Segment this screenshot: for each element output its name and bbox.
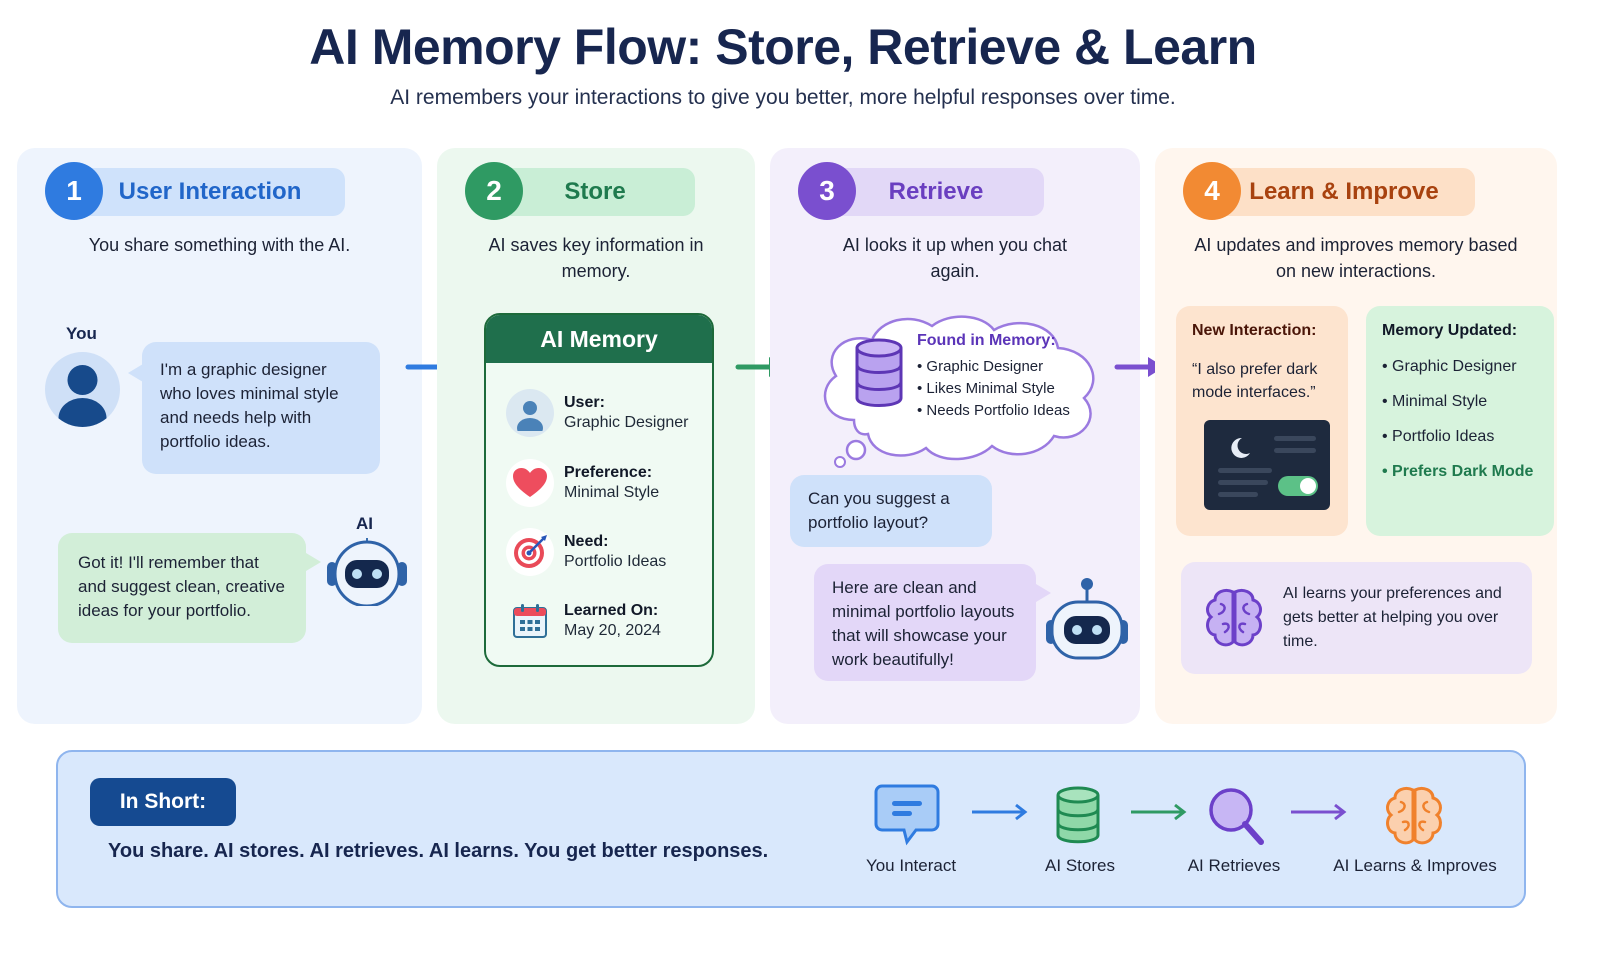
summary-panel: In Short: You share. AI stores. AI retri… — [56, 750, 1526, 908]
user-message-bubble: Can you suggest a portfolio layout? — [790, 475, 992, 547]
flow-label: AI Learns & Improves — [1333, 856, 1497, 875]
summary-text: You share. AI stores. AI retrieves. AI l… — [108, 840, 769, 862]
step-panel-user-interaction: User Interaction 1 You share something w… — [17, 148, 422, 724]
magnifier-icon — [1209, 788, 1264, 845]
database-icon — [1056, 786, 1100, 844]
memory-item: Preference: Minimal Style — [506, 459, 659, 507]
user-message-text: I'm a graphic designer who loves minimal… — [160, 360, 339, 451]
calendar-icon — [506, 597, 554, 645]
memory-item-label: Need: — [564, 533, 609, 550]
robot-icon — [1046, 578, 1128, 660]
page-title: AI Memory Flow: Store, Retrieve & Learn — [309, 19, 1257, 75]
page-subtitle: AI remembers your interactions to give y… — [390, 86, 1176, 109]
found-item: • Needs Portfolio Ideas — [917, 402, 1070, 419]
memory-item-value: Portfolio Ideas — [564, 553, 667, 570]
memory-updated-new-item: • Prefers Dark Mode — [1382, 463, 1534, 480]
user-message-bubble: I'm a graphic designer who loves minimal… — [128, 342, 380, 474]
memory-updated-title: Memory Updated: — [1382, 322, 1518, 339]
database-icon — [855, 338, 903, 407]
user-message-text: Can you suggest a portfolio layout? — [808, 489, 950, 532]
memory-item-label: User: — [564, 394, 605, 411]
found-title: Found in Memory: — [917, 332, 1056, 349]
memory-item-label: Learned On: — [564, 602, 659, 619]
brain-icon — [1206, 588, 1262, 647]
heart-icon — [506, 459, 554, 507]
bubble-tail — [306, 553, 321, 571]
memory-item-label: Preference: — [564, 464, 653, 481]
flow-label: AI Stores — [1045, 856, 1115, 875]
flow-arrow-icon — [972, 803, 1028, 821]
step-description: AI saves key information in memory. — [488, 235, 704, 281]
memory-updated-item: • Minimal Style — [1382, 393, 1488, 410]
flow-arrow-icon — [1131, 803, 1187, 821]
memory-updated-item: • Graphic Designer — [1382, 358, 1517, 375]
step-number: 3 — [798, 162, 856, 220]
target-icon — [506, 528, 554, 576]
learns-note-text: AI learns your preferences and gets bett… — [1283, 585, 1502, 650]
bubble-tail — [128, 364, 143, 382]
memory-item-value: May 20, 2024 — [564, 622, 661, 639]
dark-mode-screen-icon — [1204, 420, 1330, 510]
new-interaction-card: New Interaction: “I also prefer dark mod… — [1176, 306, 1348, 536]
user-avatar — [45, 352, 120, 427]
step-header: Store 2 — [465, 162, 695, 220]
step-number: 2 — [465, 162, 523, 220]
step-description: You share something with the AI. — [88, 235, 351, 255]
step-description: AI looks it up when you chat again. — [842, 235, 1068, 281]
step-description: AI updates and improves memory based on … — [1194, 235, 1518, 281]
ai-message-text: Here are clean and minimal portfolio lay… — [832, 578, 1015, 669]
step-header: Learn & Improve 4 — [1183, 162, 1475, 220]
ai-label: AI — [356, 514, 373, 533]
step-title: User Interaction — [75, 168, 345, 216]
user-icon — [506, 389, 554, 437]
step-panel-retrieve: Retrieve 3 AI looks it up when you chat … — [770, 148, 1140, 724]
step-title: Store — [495, 168, 695, 216]
robot-icon — [327, 538, 407, 606]
in-short-badge: In Short: — [90, 778, 236, 826]
ai-message-bubble: Got it! I'll remember that and suggest c… — [58, 533, 321, 643]
step-title: Learn & Improve — [1213, 168, 1475, 216]
you-label: You — [66, 324, 97, 343]
flow-label: AI Retrieves — [1187, 856, 1281, 875]
flow-label: You Interact — [865, 856, 957, 875]
step-panel-learn-improve: Learn & Improve 4 AI updates and improve… — [1155, 148, 1557, 724]
flow-arrow-icon — [1291, 803, 1347, 821]
found-item: • Likes Minimal Style — [917, 380, 1055, 397]
memory-item-value: Graphic Designer — [564, 414, 689, 431]
ai-message-text: Got it! I'll remember that and suggest c… — [78, 553, 285, 620]
learns-note-card: AI learns your preferences and gets bett… — [1181, 562, 1532, 674]
memory-item: User: Graphic Designer — [506, 389, 689, 437]
bubble-tail — [1036, 584, 1051, 602]
memory-item: Need: Portfolio Ideas — [506, 528, 666, 576]
step-number: 1 — [45, 162, 103, 220]
chat-icon — [874, 784, 940, 846]
step-title: Retrieve — [828, 168, 1044, 216]
found-list: • Graphic Designer • Likes Minimal Style… — [917, 356, 1070, 422]
memory-updated-card: Memory Updated: • Graphic Designer • Min… — [1366, 306, 1554, 536]
step-header: User Interaction 1 — [45, 162, 345, 220]
memory-updated-item: • Portfolio Ideas — [1382, 428, 1495, 445]
memory-item-value: Minimal Style — [564, 484, 660, 501]
ai-message-bubble: Here are clean and minimal portfolio lay… — [814, 564, 1051, 681]
step-number: 4 — [1183, 162, 1241, 220]
memory-card: AI Memory User: Graphic Designer Preferen… — [484, 313, 714, 667]
new-interaction-quote: “I also prefer dark mode interfaces.” — [1192, 361, 1318, 401]
memory-card-title: AI Memory — [486, 315, 712, 363]
found-item: • Graphic Designer — [917, 358, 1044, 375]
brain-icon — [1386, 786, 1442, 845]
step-header: Retrieve 3 — [798, 162, 1044, 220]
user-icon — [58, 365, 107, 427]
memory-item: Learned On: May 20, 2024 — [506, 597, 661, 645]
new-interaction-title: New Interaction: — [1192, 322, 1317, 339]
